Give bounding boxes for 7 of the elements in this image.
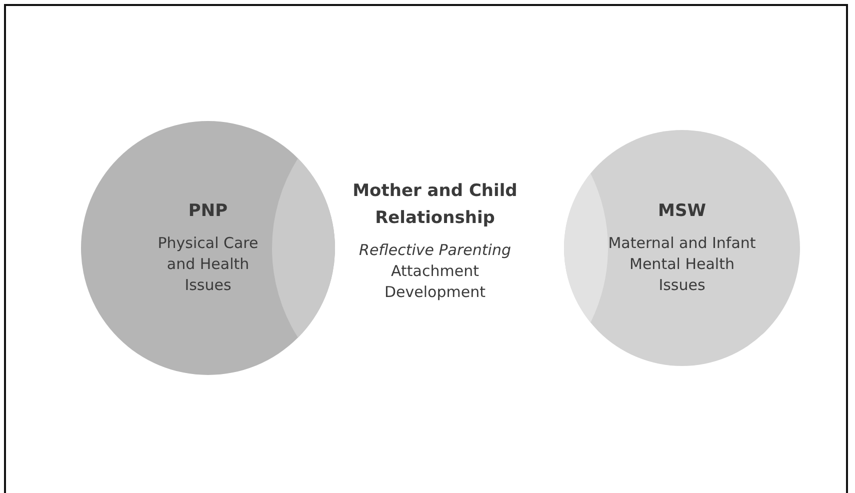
circle-heading: MSW (657, 200, 707, 220)
circle-text: Physical Care and Health Issues (156, 232, 260, 296)
center-text: Attachment Development (384, 261, 486, 303)
center-text: Reflective Parenting (358, 240, 512, 261)
center-heading: Mother and Child Relationship (352, 180, 518, 230)
circle-heading: PNP (187, 200, 229, 220)
circle-text: Maternal and Infant Mental Health Issues (607, 232, 757, 296)
